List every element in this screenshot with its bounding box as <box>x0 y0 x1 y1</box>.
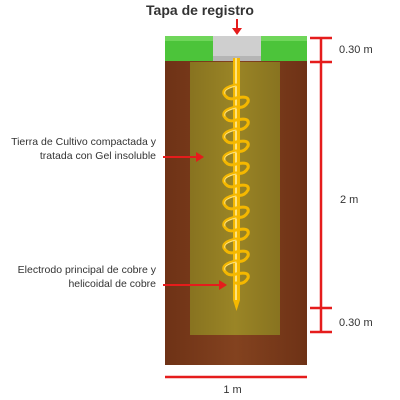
dimension-middle-label: 2 m <box>340 194 359 206</box>
electrode-label: Electrodo principal de cobre y helicoida… <box>17 264 156 290</box>
helical-coil <box>222 83 250 285</box>
electrode-rod-highlight <box>235 58 237 300</box>
dimension-bottom-label: 0.30 m <box>339 317 373 329</box>
helical-coil-highlight <box>224 85 237 271</box>
soil-label: Tierra de Cultivo compactada y tratada c… <box>11 136 156 162</box>
dimension-width-label: 1 m <box>223 384 242 396</box>
vertical-dimension <box>310 36 332 334</box>
soil-arrow-head <box>196 152 204 162</box>
title-arrow-head <box>232 28 242 35</box>
electrode-tip <box>233 300 240 311</box>
dimension-top-label: 0.30 m <box>339 44 373 56</box>
electrode-arrow-head <box>219 280 227 290</box>
title: Tapa de registro <box>146 2 254 18</box>
